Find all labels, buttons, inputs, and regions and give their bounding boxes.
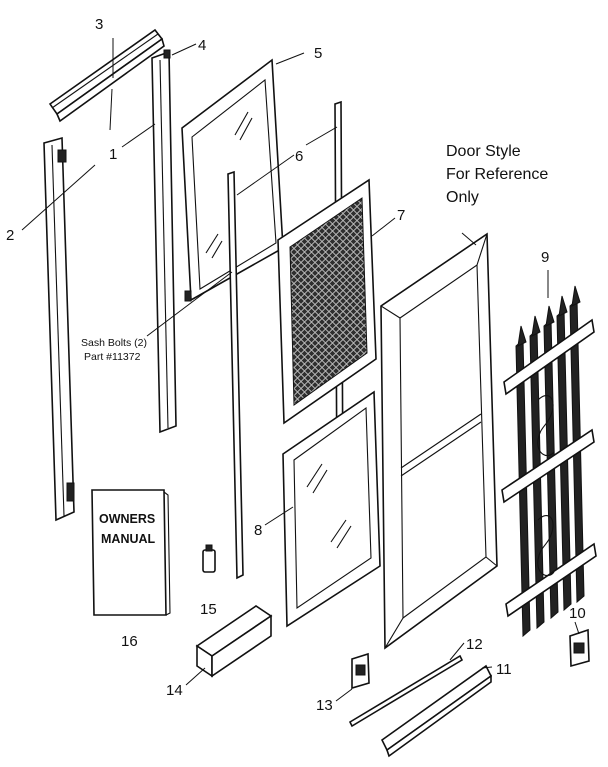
- owners-manual-part-16: [91, 489, 171, 616]
- weatherstrip-box-part-14: [195, 605, 273, 678]
- sash-bolts-note-line1: Sash Bolts (2): [81, 337, 147, 349]
- door-style-note-line3: Only: [446, 189, 479, 206]
- callout-5: 5: [314, 45, 322, 62]
- callout-15: 15: [200, 601, 217, 618]
- callout-14: 14: [166, 682, 183, 699]
- callout-1: 1: [109, 146, 117, 163]
- callout-7: 7: [397, 207, 405, 224]
- callout-8: 8: [254, 522, 262, 539]
- sash-bolts-note-line2: Part #11372: [84, 351, 141, 363]
- bottom-expander-part-11: [380, 664, 493, 758]
- owners-manual-label-line2: MANUAL: [101, 532, 156, 546]
- callout-6: 6: [295, 148, 303, 165]
- callout-13: 13: [316, 697, 333, 714]
- callout-9: 9: [541, 249, 549, 266]
- sweep-strip-part-12: [348, 654, 464, 728]
- plate-part-13: [351, 652, 370, 690]
- door-style-note-line1: Door Style: [446, 143, 521, 160]
- door-style-reference-frame: [380, 232, 498, 650]
- door-style-note-line2: For Reference: [446, 166, 548, 183]
- owners-manual-label-line1: OWNERS: [99, 512, 155, 526]
- callout-4: 4: [198, 37, 206, 54]
- plate-part-10: [569, 628, 590, 668]
- callout-10: 10: [569, 605, 586, 622]
- callout-11: 11: [496, 661, 512, 678]
- screen-panel-part-7: [277, 178, 377, 425]
- latch-jamb-part-4: [151, 49, 177, 434]
- callout-12: 12: [466, 636, 483, 653]
- lower-glass-panel-part-8: [282, 390, 381, 628]
- callout-16: 16: [121, 633, 138, 650]
- top-rail-part-3: [48, 28, 165, 123]
- decorative-grille-part-9: [501, 285, 597, 638]
- lubricant-can-part-15: [202, 544, 216, 573]
- callout-3: 3: [95, 16, 103, 33]
- leader-lines: [21, 38, 580, 702]
- callout-2: 2: [6, 227, 14, 244]
- hinge-jamb-part-2: [43, 136, 75, 522]
